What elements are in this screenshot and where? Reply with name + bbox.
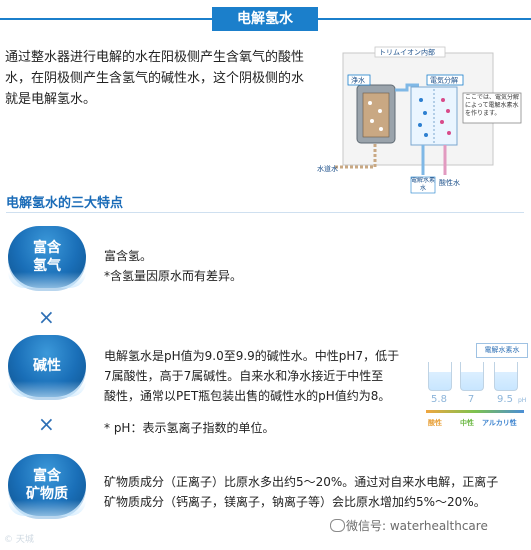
intro-paragraph: 通过整水器进行电解的水在阳极侧产生含氧气的酸性水，在阴极侧产生含氢气的碱性水，这…: [5, 50, 305, 107]
badge-wave: [8, 381, 86, 397]
water-cup-icon: [428, 362, 452, 391]
bubble-pink: [440, 120, 444, 124]
times-separator: ×: [38, 305, 55, 329]
ph-category-neutral: 中性: [460, 419, 474, 427]
diagram-note: ここでは、電気分解によって電解水素水を作ります。: [465, 94, 520, 117]
watermark-left: © 天城: [4, 535, 34, 545]
feature-line: 电解氢水是pH值为9.0至9.9的碱性水。中性pH7，低于: [104, 349, 400, 363]
filter-core: [362, 92, 390, 138]
purified-label-box: [347, 74, 371, 86]
bubble-pink: [446, 109, 450, 113]
bubble-pink: [447, 131, 451, 135]
hydrogen-water-label-box: [410, 176, 436, 194]
title-rule-right: [318, 18, 531, 20]
section-title: 电解氢水的三大特点: [6, 196, 124, 211]
bubble-blue: [418, 123, 422, 127]
feature-line: * pH：表示氢离子指数的单位。: [104, 421, 275, 435]
bubble-blue: [424, 133, 428, 137]
feature-badge-label: 碱性: [33, 358, 61, 374]
ph-scale-bar: [426, 410, 524, 413]
page-title: 电解氢水: [212, 7, 318, 31]
tap-water-pipe: [335, 143, 377, 169]
watermark-right: 微信号: waterhealthcare: [346, 519, 488, 533]
feature-line: 矿物质成分（正离子）比原水多出约5～20%。通过对自来水电解，正离子: [104, 475, 499, 489]
hydrogen-water-label: 電解水素水: [411, 177, 435, 192]
bubble-blue: [423, 111, 427, 115]
acid-water-label: 酸性水: [439, 178, 460, 187]
feature-text-minerals: 矿物质成分（正离子）比原水多出约5～20%。通过对自来水电解，正离子 矿物质成分…: [104, 472, 498, 512]
feature-line: 7属酸性，高于7属碱性。自来水和净水接近于中性至: [104, 369, 384, 383]
hydrogen-water-label-wrap: 電解水素水: [411, 177, 435, 192]
ph-unit: pH: [518, 397, 527, 404]
feature-line: 矿物质成分（钙离子，镁离子，钠离子等）会比原水增加约5%～20%。: [104, 495, 486, 509]
feature-line: [104, 406, 399, 418]
filter-particle: [378, 109, 382, 113]
electrolysis-diagram: トリムイオン内部 浄水 電気分解 ここでは、電気分解によって電解水素水を作ります…: [317, 46, 522, 194]
electrolysis-label: 電気分解: [430, 76, 458, 85]
bubble-pink: [441, 98, 445, 102]
feature-line: 酸性，通常以PET瓶包装出售的碱性水的pH值约为8。: [104, 389, 391, 403]
electrolysis-label-box: [426, 74, 464, 86]
bubble-blue: [419, 98, 423, 102]
feature-badge-hydrogen: 富含 氢气: [8, 226, 86, 288]
ph-illustration: 電解水素水 5.8 7 9.5 pH 酸性 中性 アルカリ性: [420, 340, 528, 440]
badge-wave: [8, 272, 86, 288]
ph-value: 9.5: [497, 394, 513, 405]
section-divider: [6, 212, 524, 213]
feature-badge-alkaline: 碱性: [8, 335, 86, 397]
tap-water-label: 水道水: [317, 164, 338, 173]
filter-particle: [368, 101, 372, 105]
feature-text-alkaline: 电解氢水是pH值为9.0至9.9的碱性水。中性pH7，低于 7属酸性，高于7属碱…: [104, 346, 399, 438]
ph-category-alkali: アルカリ性: [482, 419, 517, 427]
ph-category-acid: 酸性: [428, 419, 442, 427]
feature-badge-label: 富含 氢气: [33, 240, 61, 274]
title-rule-left: [0, 18, 212, 20]
wechat-icon: [330, 519, 345, 532]
water-cup-icon: [460, 362, 484, 391]
title-bar: 电解氢水: [0, 7, 531, 31]
electrolysis-cell: [410, 86, 458, 146]
device-box-label: トリムイオン内部: [379, 48, 435, 57]
feature-line: *含氢量因原水而有差异。: [104, 269, 243, 283]
feature-text-hydrogen: 富含氢。 *含氢量因原水而有差异。: [104, 246, 242, 286]
water-cup-icon: [494, 362, 518, 391]
ph-label-box: 電解水素水: [476, 343, 528, 358]
filter-particle: [379, 127, 383, 131]
purified-label: 浄水: [351, 76, 365, 85]
filter-particle: [370, 119, 374, 123]
feature-line: 富含氢。: [104, 249, 153, 263]
ph-value: 5.8: [431, 394, 447, 405]
note-text-wrap: ここでは、電気分解によって電解水素水を作ります。: [465, 94, 520, 117]
feature-badge-minerals: 富含 矿物质: [8, 454, 86, 516]
device-box-label-bg: [374, 46, 446, 58]
ph-value: 7: [467, 394, 475, 405]
note-box: [462, 92, 522, 124]
water-pipe: [395, 83, 419, 92]
feature-badge-label: 富含 矿物质: [26, 468, 68, 502]
times-separator: ×: [38, 412, 55, 436]
badge-wave: [8, 500, 86, 516]
